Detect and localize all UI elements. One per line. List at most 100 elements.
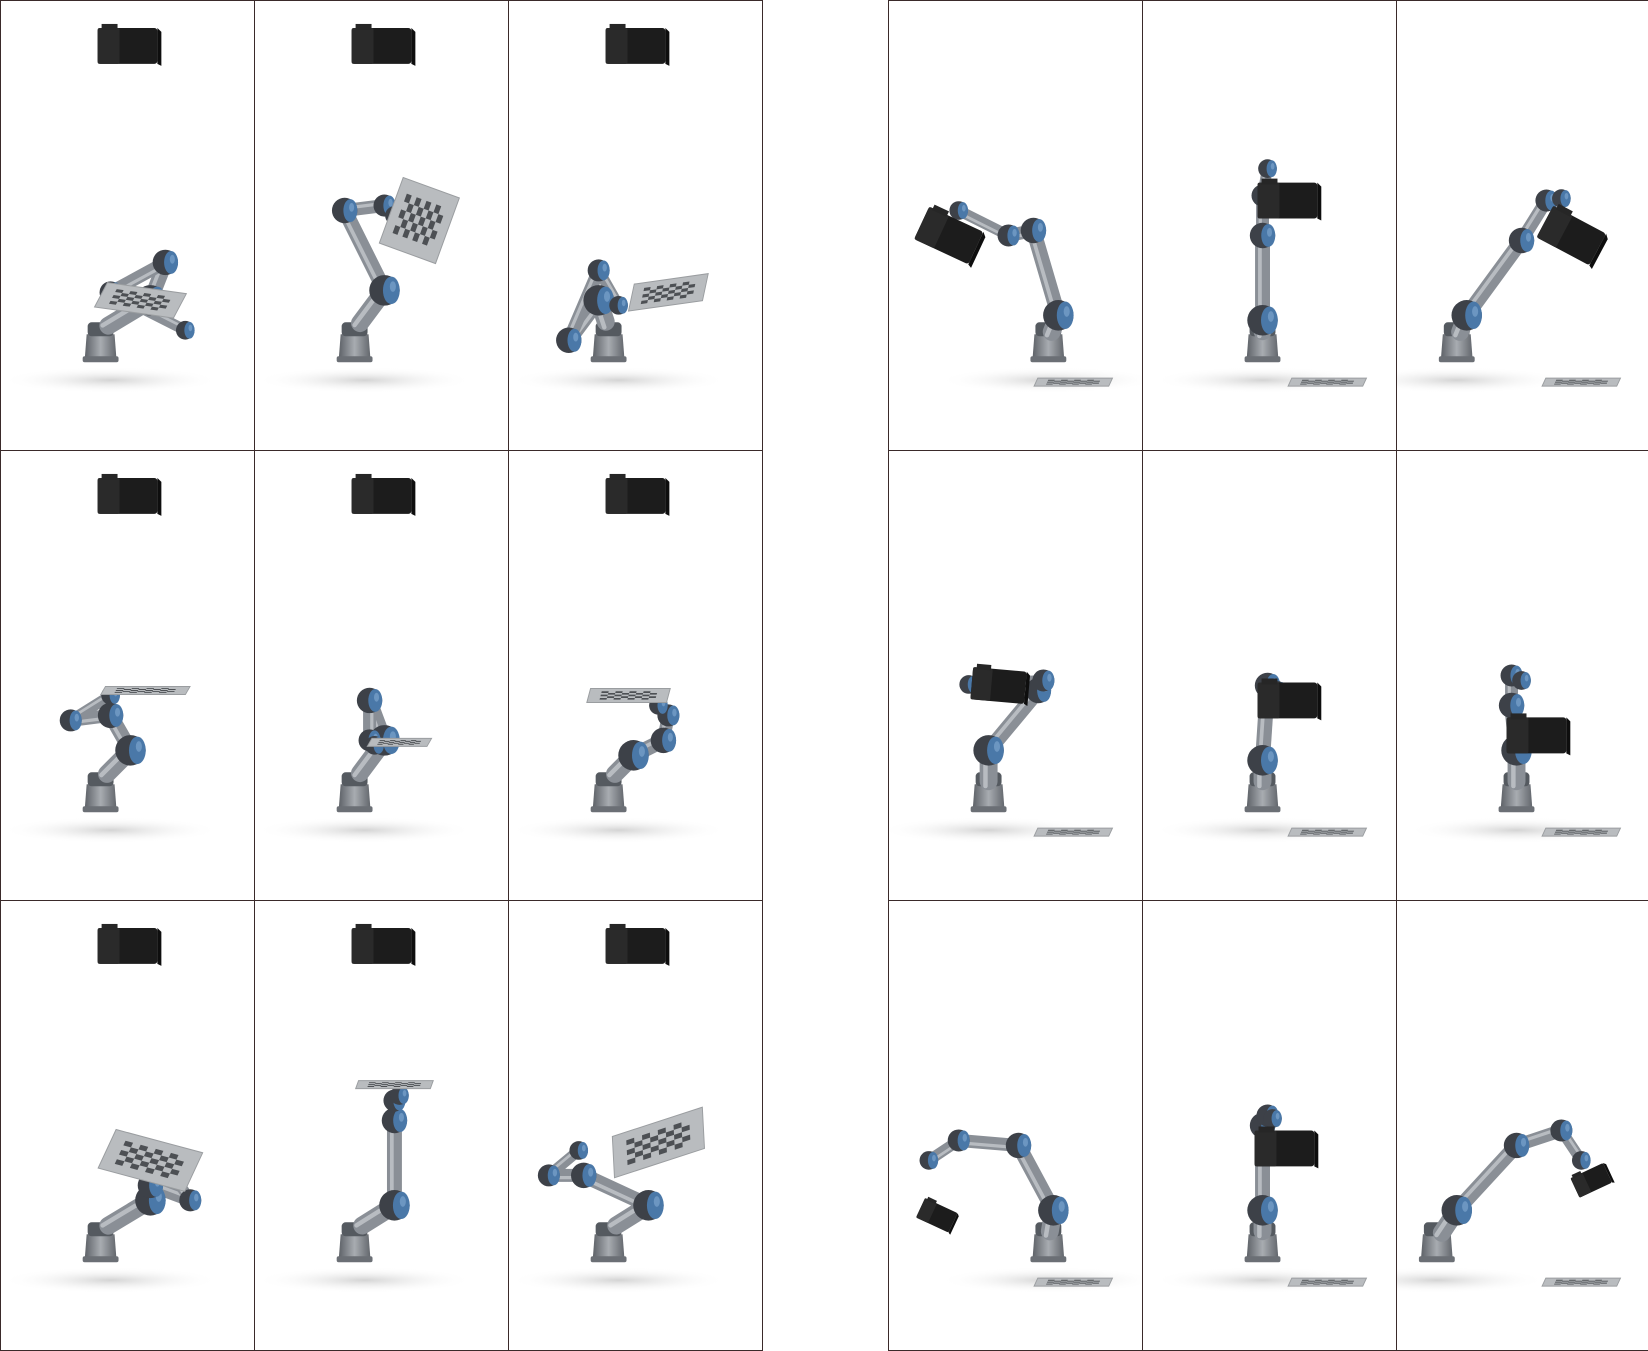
- robot-joint: [1005, 1132, 1032, 1159]
- floor-shadow: [1, 816, 221, 844]
- robot-link: [1454, 1143, 1519, 1213]
- robot-scene: [1152, 159, 1373, 394]
- robot-arm: [351, 687, 400, 783]
- robot-arm: [1432, 1119, 1591, 1242]
- robot-joint: [1508, 227, 1535, 254]
- left-grid-cell-3: [508, 0, 763, 451]
- robot-scene: [255, 23, 475, 394]
- held-camera-icon: [1570, 1163, 1615, 1198]
- floor-shadow: [255, 366, 475, 394]
- held-camera-icon: [970, 663, 1031, 707]
- robot-scene: [1, 473, 221, 844]
- right-grid-cell-4: [888, 450, 1143, 901]
- robot-joint: [175, 320, 195, 340]
- robot-joint: [633, 1190, 664, 1221]
- floor-shadow: [509, 1266, 729, 1294]
- held-checkerboard: [627, 273, 709, 312]
- floor-checkerboard: [1287, 827, 1368, 837]
- floor-checkerboard: [1033, 377, 1114, 387]
- right-grid-cell-6: [1396, 450, 1648, 901]
- robot-arm: [949, 201, 1074, 341]
- floor-shadow: [1152, 1266, 1373, 1294]
- floor-shadow: [1152, 366, 1373, 394]
- held-checkerboard: [366, 737, 433, 747]
- left-grid-cell-2: [254, 0, 509, 451]
- robot-scene: [1397, 189, 1622, 394]
- left-grid-cell-6: [508, 450, 763, 901]
- robot-scene: [914, 201, 1142, 394]
- robot-joint: [556, 327, 582, 353]
- robot-joint: [97, 702, 124, 729]
- right-grid-cell-3: [1396, 0, 1648, 451]
- right-grid-cell-5: [1142, 450, 1397, 901]
- robot-scene: [1406, 664, 1627, 844]
- fixed-camera-icon: [97, 23, 162, 66]
- robot-joint: [537, 1164, 560, 1187]
- held-camera-icon: [1257, 178, 1322, 221]
- right-grid-panel: [888, 0, 1648, 1351]
- robot-joint: [1451, 300, 1482, 331]
- robot-joint: [1550, 1119, 1573, 1142]
- held-checkerboard: [100, 685, 191, 695]
- robot-joint: [331, 197, 358, 224]
- robot-joint: [59, 709, 82, 732]
- robot-joint: [152, 249, 179, 276]
- robot-arm: [1451, 189, 1571, 341]
- robot-joint: [379, 1190, 410, 1221]
- robot-scene: [1, 923, 221, 1294]
- floor-shadow: [1397, 366, 1567, 394]
- floor-checkerboard: [1287, 377, 1368, 387]
- robot-joint: [115, 735, 146, 766]
- right-grid-cell-2: [1142, 0, 1397, 451]
- robot-arm: [59, 686, 146, 783]
- floor-shadow: [1, 366, 221, 394]
- floor-shadow: [255, 1266, 475, 1294]
- held-camera-icon: [916, 1196, 959, 1235]
- robot-arm: [556, 259, 628, 353]
- held-camera-icon: [1254, 1126, 1319, 1169]
- robot-joint: [1498, 692, 1525, 719]
- robot-scene: [509, 923, 729, 1294]
- robot-joint: [973, 735, 1004, 766]
- robot-link: [583, 1171, 650, 1210]
- floor-checkerboard: [1287, 1277, 1368, 1287]
- robot-joint: [571, 1162, 597, 1189]
- robot-joint: [609, 295, 628, 315]
- floor-shadow: [1397, 1266, 1547, 1294]
- robot-scene: [509, 473, 729, 844]
- robot-joint: [1038, 1195, 1069, 1226]
- held-checkerboard: [378, 176, 460, 265]
- robot-scene: [1152, 1104, 1373, 1294]
- floor-shadow: [509, 366, 729, 394]
- left-grid-cell-5: [254, 450, 509, 901]
- robot-joint: [1020, 217, 1047, 244]
- robot-joint: [1441, 1195, 1473, 1226]
- held-checkerboard: [97, 1128, 204, 1192]
- floor-checkerboard: [1033, 827, 1114, 837]
- robot-joint: [1043, 300, 1074, 331]
- robot-joint: [1249, 222, 1276, 249]
- robot-scene: [889, 663, 1114, 844]
- robot-link: [1014, 1144, 1058, 1212]
- robot-arm: [605, 696, 680, 783]
- robot-joint: [369, 275, 400, 306]
- left-grid-cell-8: [254, 900, 509, 1351]
- robot-joint: [179, 1189, 202, 1212]
- floor-shadow: [1, 1266, 221, 1294]
- held-checkerboard: [586, 687, 671, 703]
- robot-joint: [618, 740, 649, 771]
- robot-joint: [381, 1107, 408, 1134]
- held-checkerboard: [611, 1106, 705, 1179]
- robot-joint: [1263, 1109, 1282, 1128]
- right-grid-cell-1: [888, 0, 1143, 451]
- robot-joint: [583, 285, 614, 316]
- fixed-camera-icon: [351, 23, 416, 66]
- right-grid-cell-8: [1142, 900, 1397, 1351]
- floor-shadow: [255, 816, 475, 844]
- robot-scene: [1397, 1119, 1622, 1294]
- floor-checkerboard: [1541, 377, 1622, 387]
- robot-joint: [1032, 669, 1055, 692]
- left-grid-cell-9: [508, 900, 763, 1351]
- robot-joint: [356, 687, 383, 714]
- robot-arm: [537, 1141, 664, 1235]
